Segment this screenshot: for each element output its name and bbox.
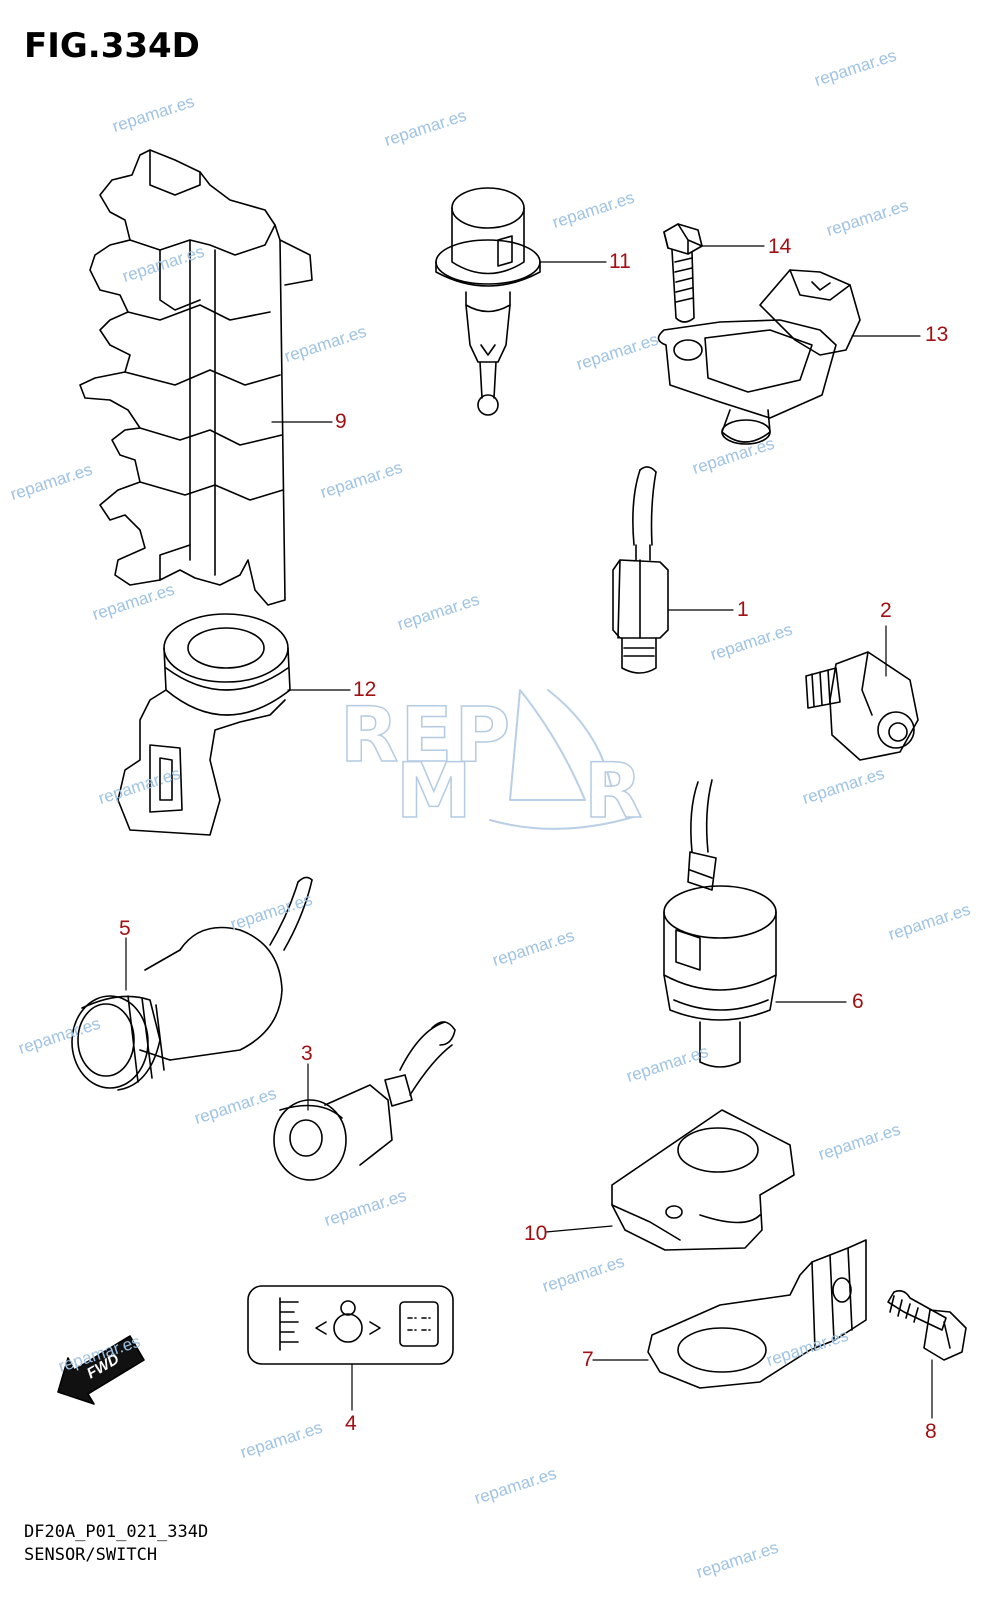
fwd-arrow — [57, 1335, 145, 1405]
callout-13: 13 — [925, 323, 949, 346]
part-2-switch — [805, 651, 919, 761]
logo-m: M — [395, 745, 472, 836]
callout-2: 2 — [880, 599, 892, 622]
part-13-map-sensor — [657, 269, 861, 445]
callout-14: 14 — [768, 235, 792, 258]
callout-9: 9 — [335, 410, 347, 433]
leader-lines — [125, 245, 933, 1419]
part-12-grommet — [117, 613, 291, 836]
part-3-cap — [273, 1021, 456, 1181]
logo-r: R — [583, 745, 643, 836]
callout-6: 6 — [852, 990, 864, 1013]
logo-rep: REP — [339, 689, 513, 780]
part-8-bolt — [887, 1290, 967, 1361]
figure-code: DF20A_P01_021_334D — [24, 1522, 209, 1542]
callout-11: 11 — [609, 250, 631, 273]
part-4-label — [247, 1285, 454, 1365]
callout-5: 5 — [119, 917, 131, 940]
part-10-plate — [611, 1109, 795, 1251]
callout-8: 8 — [925, 1420, 937, 1443]
callout-1: 1 — [737, 598, 749, 621]
part-5-switch — [71, 876, 313, 1091]
logo-watermark — [489, 689, 641, 830]
callout-7: 7 — [582, 1348, 594, 1371]
callout-4: 4 — [345, 1412, 357, 1435]
callout-3: 3 — [301, 1042, 313, 1065]
part-1-sensor — [612, 466, 669, 674]
part-7-bracket — [647, 1239, 867, 1389]
figure-title: FIG.334D — [24, 26, 200, 66]
callout-10: 10 — [524, 1222, 548, 1245]
part-9-bracket — [79, 149, 313, 606]
part-11-sensor — [435, 187, 541, 416]
part-14-bolt — [663, 223, 703, 323]
callout-12: 12 — [353, 678, 377, 701]
part-6-switch — [663, 779, 777, 1068]
figure-caption: SENSOR/SWITCH — [24, 1545, 158, 1565]
